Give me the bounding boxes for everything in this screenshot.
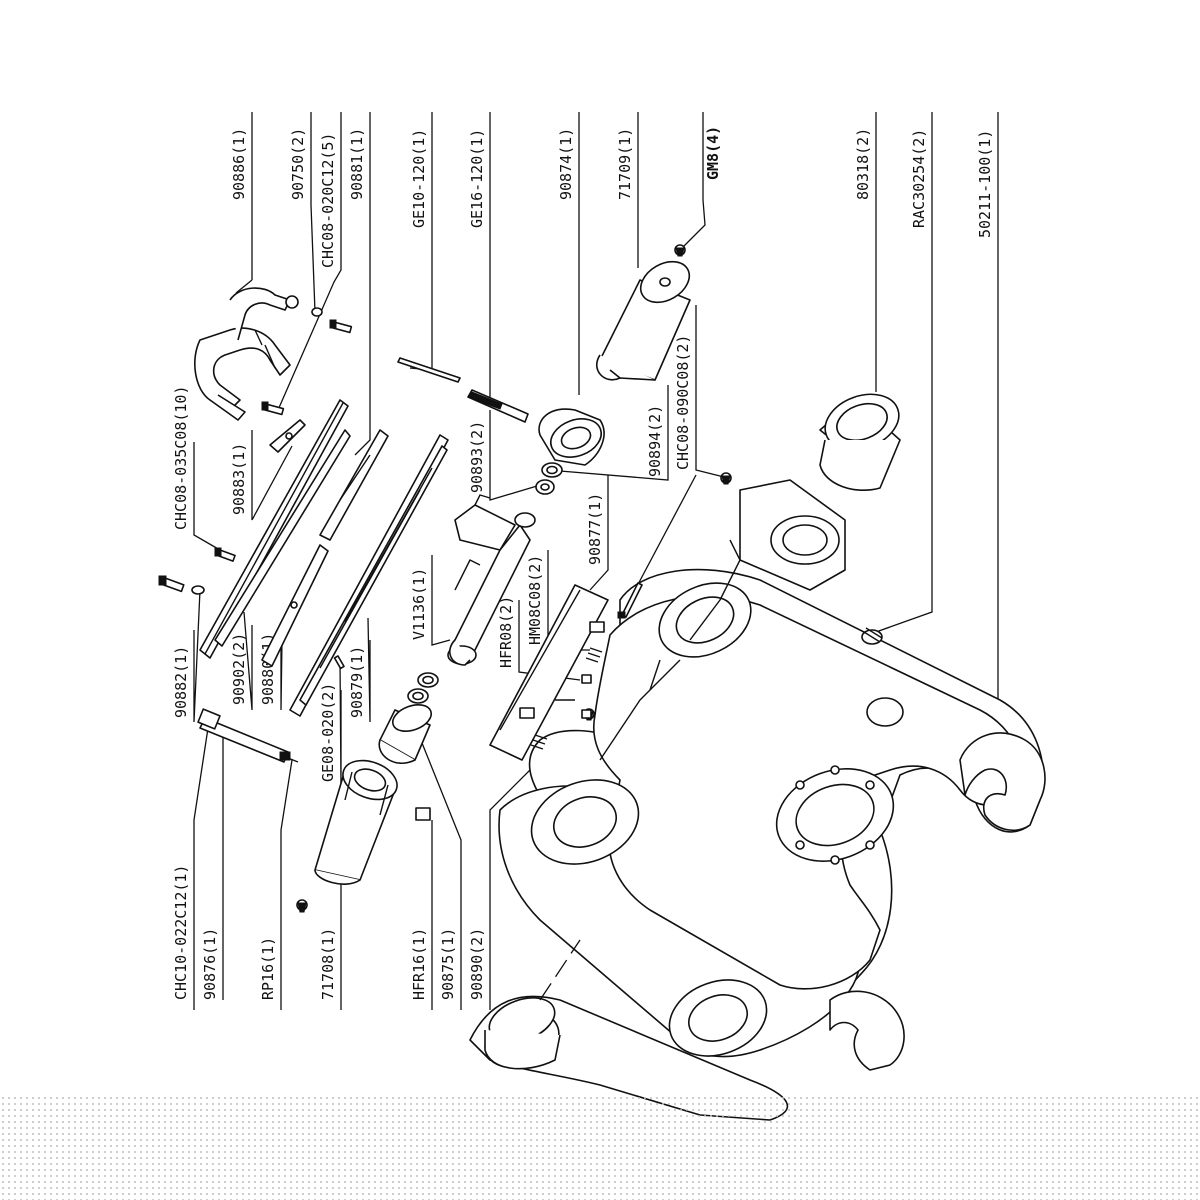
label-chc08-020: CHC08-020C12(5) [319, 133, 337, 268]
label-80318: 80318(2) [854, 128, 872, 200]
label-v1136: V1136(1) [410, 568, 428, 640]
washer-90893 [535, 479, 555, 495]
plug-rac30254 [861, 627, 883, 645]
plate-90883 [269, 419, 306, 453]
grease-nipple-gm8-top [674, 244, 686, 257]
label-hm08: HM08C08(2) [526, 555, 544, 645]
bushing-80318-top [819, 393, 901, 492]
label-71708: 71708(1) [319, 928, 337, 1000]
part-labels: 90886(1) 90750(2) CHC08-020C12(5) 90881(… [172, 126, 994, 1000]
plate-90879 [289, 434, 449, 717]
label-90894: 90894(2) [646, 405, 664, 477]
grease-nipple-gm8-mid [720, 472, 732, 485]
label-71709: 71709(1) [616, 128, 634, 200]
bushing-axis-line [539, 939, 581, 1001]
screw-chc08-020-a [329, 319, 353, 334]
label-90875: 90875(1) [439, 928, 457, 1000]
nut-hfr08 [581, 674, 592, 719]
cylinder-v1136 [447, 494, 536, 666]
label-90890: 90890(2) [468, 928, 486, 1000]
label-90750: 90750(2) [289, 128, 307, 200]
plate-90880 [261, 544, 329, 667]
label-chc08-035: CHC08-035C08(10) [172, 386, 190, 531]
bushing-80318-bottom [484, 997, 561, 1070]
washer-ge08-a [417, 672, 439, 688]
label-chc08-090: CHC08-090C08(2) [674, 335, 692, 470]
cylinder-part-71709 [596, 260, 691, 381]
grease-nipple-rp16 [296, 899, 308, 913]
label-hfr16: HFR16(1) [410, 928, 428, 1000]
label-hfr08: HFR08(2) [497, 596, 515, 668]
screw-chc10-022 [279, 751, 299, 763]
label-90886: 90886(1) [230, 128, 248, 200]
bar-90877 [489, 584, 609, 761]
spring-hm08c08-b [530, 734, 548, 750]
label-ge08: GE08-020(2) [319, 683, 337, 782]
label-90877: 90877(1) [586, 493, 604, 565]
label-90902: 90902(2) [230, 633, 248, 705]
main-frame [469, 479, 1046, 1121]
label-chc10: CHC10-022C12(1) [172, 865, 190, 1000]
handle-90886 [194, 287, 323, 421]
plate-90902-b [214, 429, 351, 647]
label-90882: 90882(1) [172, 646, 190, 718]
label-rac: RAC30254(2) [910, 129, 928, 228]
label-90874: 90874(1) [557, 128, 575, 200]
plate-90881 [319, 429, 389, 541]
screw-chc08-035 [214, 547, 236, 562]
washer-ge08-b [407, 688, 429, 704]
pin-ge08-020 [333, 655, 345, 670]
bolt-chc08-090 [617, 582, 643, 619]
plate-90902-a [199, 399, 349, 659]
label-ge16: GE16-120(1) [468, 129, 486, 228]
pin-90876 [197, 708, 289, 763]
screw-90882 [158, 575, 205, 595]
pin-ge16-120 [467, 389, 529, 423]
label-gm8: GM8(4) [704, 126, 722, 180]
label-ge10: GE10-120(1) [410, 129, 428, 228]
label-90893: 90893(2) [468, 421, 486, 493]
collar-90875 [378, 704, 433, 765]
label-90879: 90879(1) [348, 646, 366, 718]
collar-90874 [538, 408, 605, 466]
nut-hfr16 [415, 807, 431, 821]
washer-90894 [541, 462, 563, 478]
label-90881: 90881(1) [348, 128, 366, 200]
label-90876: 90876(1) [201, 928, 219, 1000]
pin-ge10-120 [397, 357, 461, 383]
spring-hm08c08-a [585, 647, 603, 663]
label-90883: 90883(1) [230, 443, 248, 515]
label-50211: 50211-100(1) [976, 130, 994, 238]
dotted-footer-band [0, 1095, 1200, 1200]
cylinder-part-71708 [314, 759, 398, 885]
label-rp16: RP16(1) [259, 937, 277, 1000]
screw-chc08-020-b [261, 401, 285, 416]
